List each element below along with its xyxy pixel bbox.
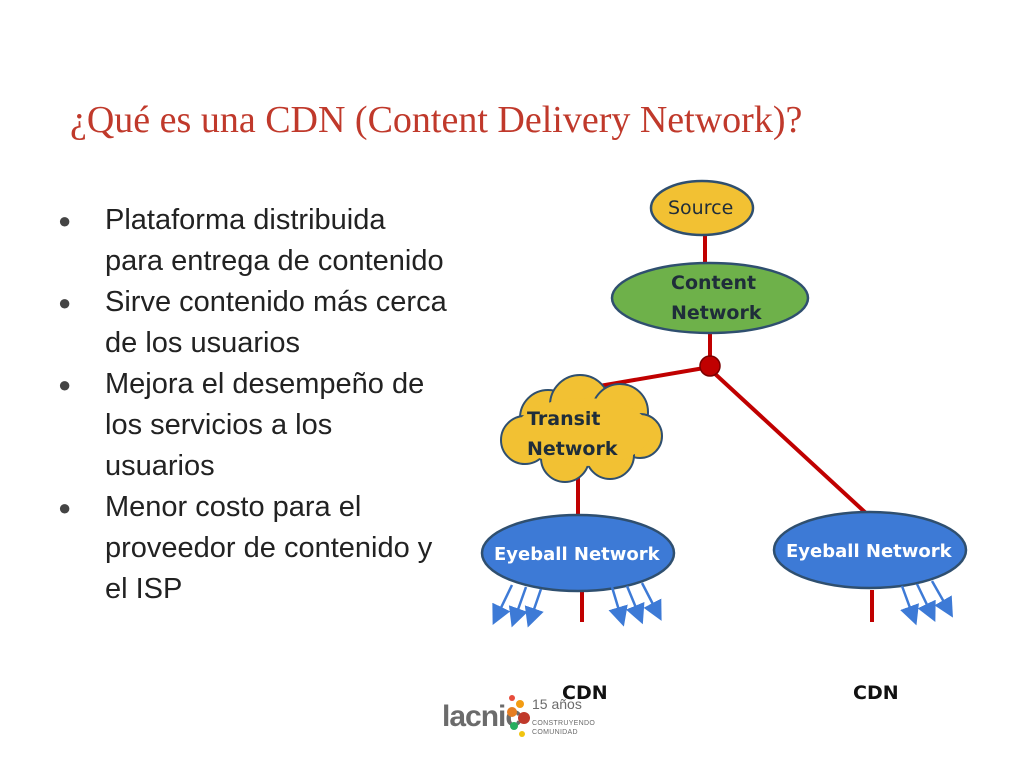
arrow-icon	[625, 585, 645, 625]
arrow-icon	[524, 588, 544, 628]
bullet-item: Mejora el desempeño de los servicios a l…	[58, 364, 448, 487]
user-arrows	[492, 580, 953, 628]
arrow-icon	[508, 586, 528, 628]
cdn-label-left: CDN	[562, 682, 608, 704]
source-label: Source	[668, 197, 734, 219]
transit-network-cloud-fill	[515, 398, 651, 466]
lacnic-logo: lacnic 15 años CONSTRUYENDO COMUNIDAD	[440, 692, 600, 744]
link-hub-eyeball-right	[711, 370, 870, 517]
transit-network-label-line1: Transit	[527, 408, 601, 430]
logo-tagline-1: CONSTRUYENDO	[532, 720, 596, 727]
transit-network-label-line2: Network	[527, 438, 618, 460]
bullet-item: Plataforma distribuida para entrega de c…	[58, 200, 448, 282]
arrow-icon	[915, 583, 936, 623]
logo-tagline-2: COMUNIDAD	[532, 729, 578, 736]
content-network-label-line1: Content	[671, 272, 757, 294]
bullet-item: Sirve contenido más cerca de los usuario…	[58, 282, 448, 364]
logo-years: 15 años	[532, 696, 582, 712]
source-node	[649, 179, 755, 237]
cdn-label-right: CDN	[853, 682, 899, 704]
network-links	[575, 235, 874, 622]
logo-wordmark: lacnic	[442, 700, 522, 733]
content-network-node	[610, 261, 810, 335]
bullet-list: Plataforma distribuida para entrega de c…	[58, 200, 448, 610]
page-title: ¿Qué es una CDN (Content Delivery Networ…	[70, 99, 803, 141]
hub-node	[699, 355, 721, 377]
logo-dots-icon	[507, 695, 530, 737]
arrow-icon	[608, 586, 628, 627]
arrow-icon	[900, 585, 919, 626]
bullet-item: Menor costo para el proveedor de conteni…	[58, 487, 448, 610]
arrow-icon	[640, 582, 662, 621]
arrow-icon	[930, 580, 953, 618]
eyeball-network-right-label: Eyeball Network	[786, 541, 952, 562]
eyeball-network-left-node	[480, 513, 676, 593]
content-network-label-line2: Network	[671, 302, 762, 324]
eyeball-network-right-node	[772, 510, 968, 590]
eyeball-network-left-label: Eyeball Network	[494, 544, 660, 565]
arrow-icon	[492, 584, 514, 626]
